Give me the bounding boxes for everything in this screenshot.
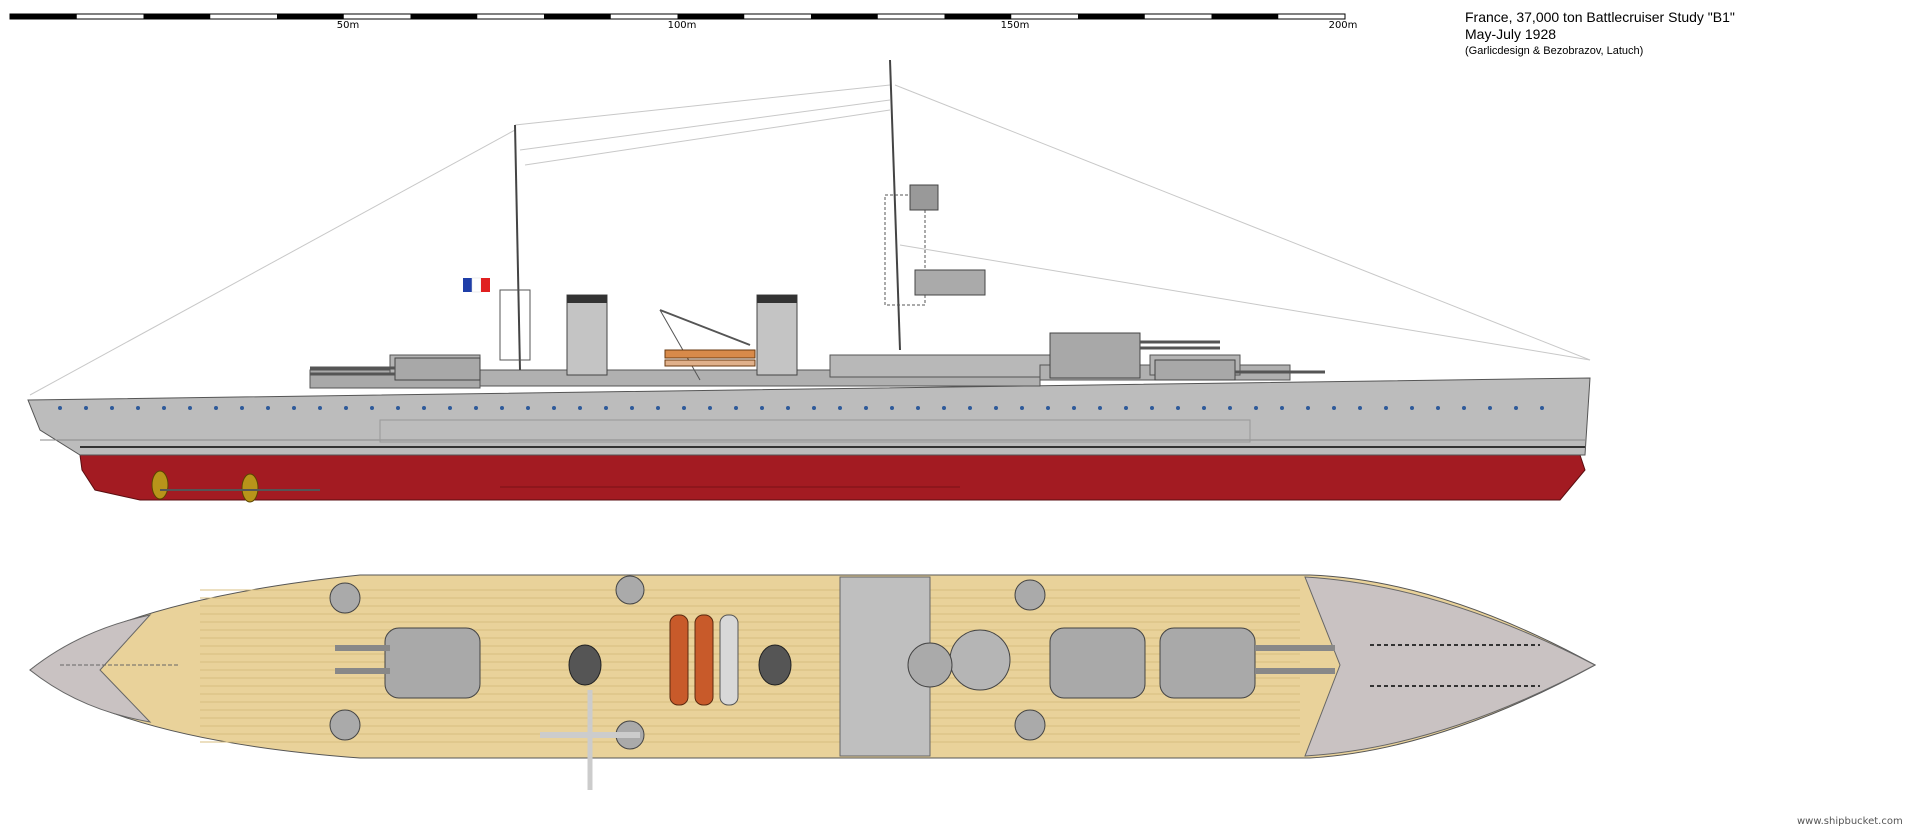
porthole	[838, 406, 842, 410]
porthole	[812, 406, 816, 410]
porthole	[578, 406, 582, 410]
scale-segment	[410, 14, 478, 19]
porthole	[58, 406, 62, 410]
porthole	[1488, 406, 1492, 410]
top-plan	[29, 574, 1597, 790]
porthole	[1020, 406, 1024, 410]
porthole	[344, 406, 348, 410]
scale-segment	[1078, 14, 1145, 19]
porthole	[864, 406, 868, 410]
porthole	[968, 406, 972, 410]
drawing-title: France, 37,000 ton Battlecruiser Study "…	[1465, 9, 1735, 25]
porthole	[1254, 406, 1258, 410]
porthole	[1306, 406, 1310, 410]
title-block: France, 37,000 ton Battlecruiser Study "…	[1465, 9, 1735, 59]
porthole	[1176, 406, 1180, 410]
porthole	[1384, 406, 1388, 410]
porthole	[1436, 406, 1440, 410]
porthole	[240, 406, 244, 410]
porthole	[422, 406, 426, 410]
porthole	[1150, 406, 1154, 410]
porthole	[292, 406, 296, 410]
porthole	[604, 406, 608, 410]
porthole	[682, 406, 686, 410]
porthole	[630, 406, 634, 410]
porthole	[318, 406, 322, 410]
drawing-date: May-July 1928	[1465, 26, 1557, 42]
porthole	[656, 406, 660, 410]
porthole	[448, 406, 452, 410]
porthole	[1540, 406, 1544, 410]
porthole	[188, 406, 192, 410]
porthole	[162, 406, 166, 410]
porthole	[266, 406, 270, 410]
porthole	[1462, 406, 1466, 410]
scale-segment	[677, 14, 745, 19]
scale-segment	[944, 14, 1012, 19]
porthole	[500, 406, 504, 410]
scale-segment	[143, 14, 211, 19]
scale-segment	[544, 14, 611, 19]
porthole	[1280, 406, 1284, 410]
porthole	[1046, 406, 1050, 410]
porthole	[1514, 406, 1518, 410]
porthole	[1332, 406, 1336, 410]
porthole	[214, 406, 218, 410]
porthole	[1228, 406, 1232, 410]
scale-label-150m: 150m	[1000, 20, 1030, 31]
porthole	[734, 406, 738, 410]
drawing-credits: (Garlicdesign & Bezobrazov, Latuch)	[1465, 45, 1644, 57]
porthole	[890, 406, 894, 410]
porthole	[708, 406, 712, 410]
porthole	[760, 406, 764, 410]
porthole	[552, 406, 556, 410]
porthole	[786, 406, 790, 410]
watermark: www.shipbucket.com	[1797, 816, 1903, 827]
scale-segment	[277, 14, 344, 19]
porthole	[136, 406, 140, 410]
porthole	[526, 406, 530, 410]
porthole	[1410, 406, 1414, 410]
scale-segment	[10, 14, 77, 19]
scale-label-100m: 100m	[667, 20, 697, 31]
porthole	[1072, 406, 1076, 410]
porthole	[396, 406, 400, 410]
scale-segment	[1211, 14, 1279, 19]
porthole	[84, 406, 88, 410]
scale-segment	[811, 14, 878, 19]
porthole	[370, 406, 374, 410]
porthole	[474, 406, 478, 410]
side-profile	[27, 59, 1591, 503]
porthole	[942, 406, 946, 410]
scale-label-50m: 50m	[336, 20, 360, 31]
porthole	[1098, 406, 1102, 410]
porthole	[916, 406, 920, 410]
porthole	[994, 406, 998, 410]
porthole	[1124, 406, 1128, 410]
porthole	[1202, 406, 1206, 410]
scale-label-200m: 200m	[1328, 20, 1358, 31]
french-flag	[463, 278, 472, 292]
porthole	[110, 406, 114, 410]
porthole	[1358, 406, 1362, 410]
